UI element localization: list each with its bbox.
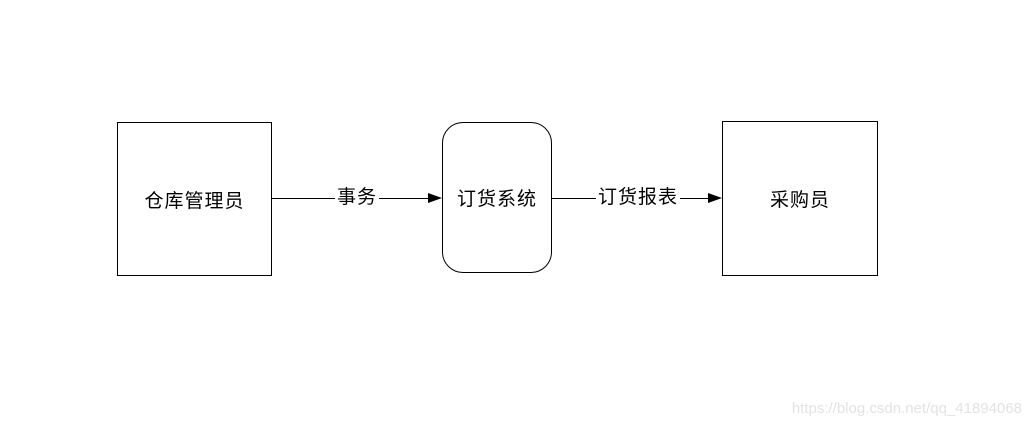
node-purchaser-label: 采购员 [769,190,830,211]
node-warehouse-manager-label: 仓库管理员 [144,190,245,212]
node-ordering-system-label: 订货系统 [456,189,537,210]
arrow-head-icon [708,193,722,203]
edge-transaction-label: 事务 [334,187,380,208]
node-ordering-system: 订货系统 [442,122,552,273]
edge-order-report-label: 订货报表 [595,187,681,208]
watermark-text: https://blog.csdn.net/qq_41894068 [791,400,1022,417]
node-warehouse-manager: 仓库管理员 [117,122,272,276]
node-purchaser: 采购员 [722,121,878,276]
arrow-head-icon [428,193,442,203]
